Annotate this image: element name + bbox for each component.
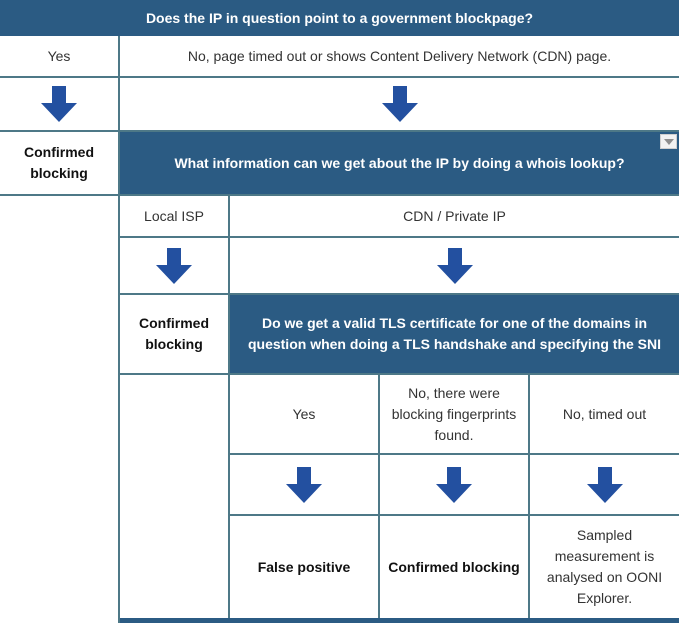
answer-q3-yes-label: Yes [292,405,316,422]
question-2-text: What information can we get about the IP… [174,154,625,171]
down-arrow-icon [156,247,192,284]
dropdown-triangle [663,138,674,145]
question-3-text: Do we get a valid TLS certificate for on… [247,315,662,352]
left-spacer-column [0,196,120,623]
outcome-sampled-measurement: Sampled measurement is analysed on OONI … [530,516,679,618]
outcome-sampled-measurement-label: Sampled measurement is analysed on OONI … [546,527,663,606]
arrow-cell-q1-no [120,78,679,130]
answer-q1-no-label: No, page timed out or shows Content Deli… [187,47,612,64]
arrow-cell-q3-no-fingerprints [380,455,530,514]
down-arrow-icon [436,247,473,284]
outcome-false-positive: False positive [230,516,380,618]
answer-q2-cdn: CDN / Private IP [230,196,679,236]
outcome-confirmed-blocking-1-label: Confirmed blocking [24,144,94,181]
answer-q1-no: No, page timed out or shows Content Deli… [120,36,679,76]
answer-q3-no-timeout-label: No, timed out [562,405,647,422]
arrow-cell-q2-cdn [230,238,679,293]
outcome-confirmed-blocking-2: Confirmed blocking [120,295,230,373]
outcome-confirmed-blocking-1: Confirmed blocking [0,132,120,194]
answer-q1-yes: Yes [0,36,120,76]
down-arrow-icon [586,466,623,503]
next-header-cutoff-strip [120,618,679,623]
mid-spacer-column [120,375,230,618]
answer-q3-no-timeout: No, timed out [530,375,679,453]
down-arrow-icon [436,466,472,503]
outcome-confirmed-blocking-2-label: Confirmed blocking [139,315,209,352]
answer-q2-local-isp-label: Local ISP [144,207,204,224]
question-1-text: Does the IP in question point to a gover… [145,9,534,26]
arrow-cell-q2-local [120,238,230,293]
question-1-header: Does the IP in question point to a gover… [0,0,679,36]
arrow-cell-q1-yes [0,78,120,130]
answer-q3-yes: Yes [230,375,380,453]
question-3-header: Do we get a valid TLS certificate for on… [230,295,679,373]
answer-q3-no-fingerprints: No, there were blocking fingerprints fou… [380,375,530,453]
question-2-header: What information can we get about the IP… [120,132,679,194]
outcome-confirmed-blocking-3-label: Confirmed blocking [388,558,520,575]
down-arrow-icon [381,86,418,122]
answer-q3-no-fingerprints-label: No, there were blocking fingerprints fou… [391,384,517,443]
dropdown-arrow-icon[interactable] [660,134,677,149]
arrow-cell-q3-no-timeout [530,455,679,514]
arrow-cell-q3-yes [230,455,380,514]
answer-q1-yes-label: Yes [47,47,71,64]
down-arrow-icon [286,466,322,503]
outcome-false-positive-label: False positive [257,558,351,575]
outcome-confirmed-blocking-3: Confirmed blocking [380,516,530,618]
answer-q2-local-isp: Local ISP [120,196,230,236]
answer-q2-cdn-label: CDN / Private IP [403,207,506,224]
down-arrow-icon [41,86,77,122]
